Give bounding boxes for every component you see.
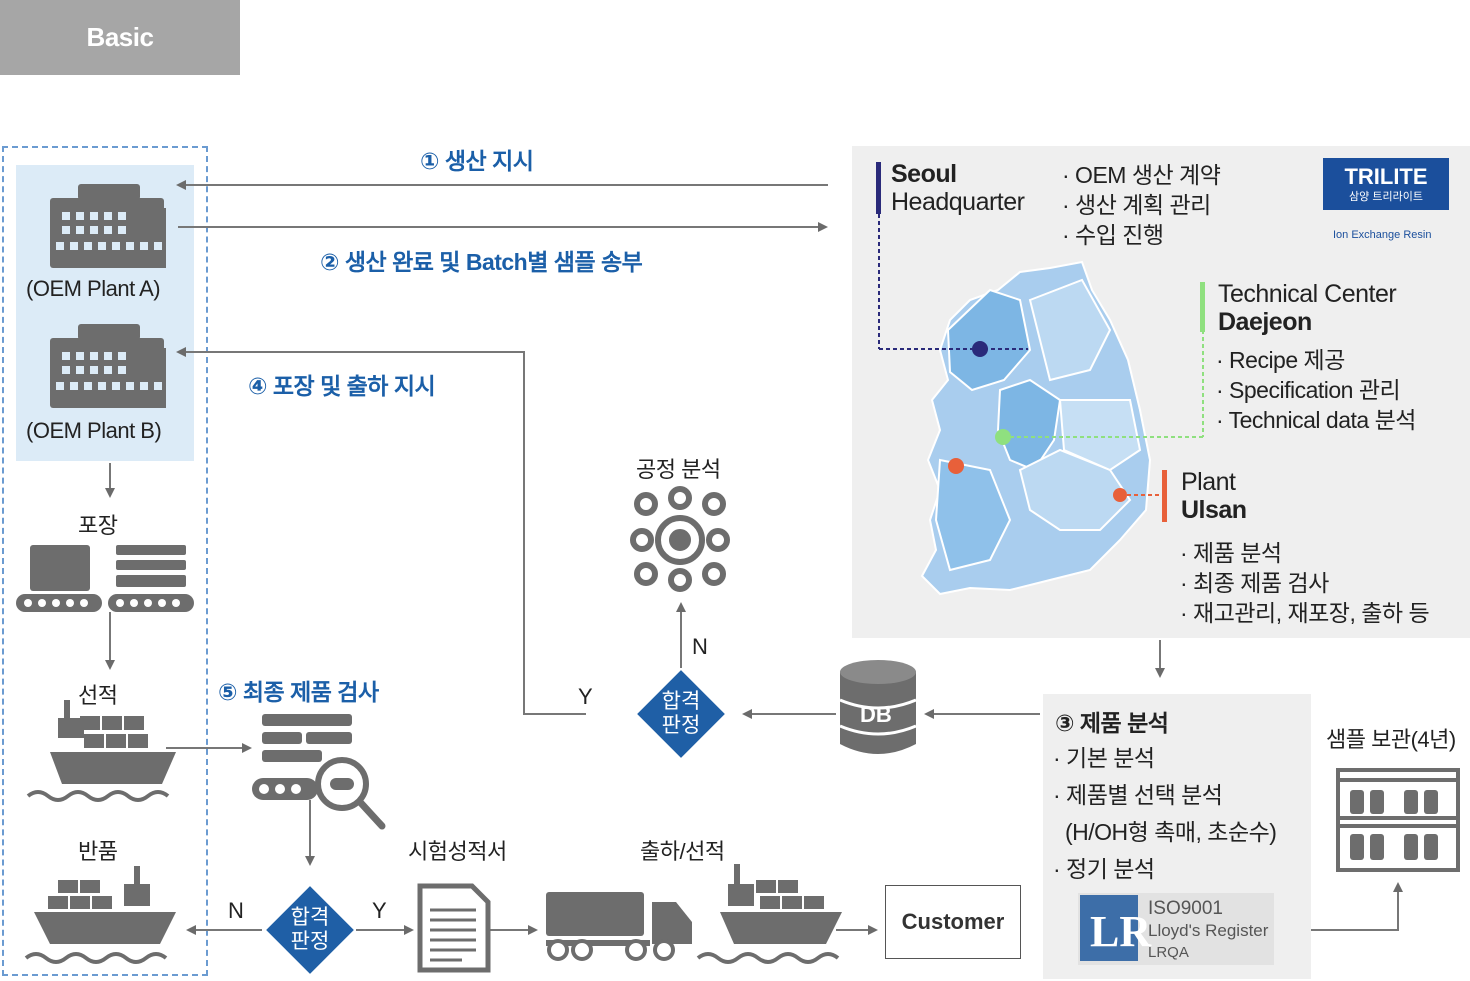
- step1-label: ① 생산 지시: [420, 148, 534, 174]
- mid-decision-n: N: [692, 634, 708, 659]
- return-ship-icon: [24, 866, 176, 964]
- svg-text:LR: LR: [1090, 907, 1152, 956]
- final-inspection-icon: [252, 714, 386, 830]
- packing-label: 포장: [78, 513, 118, 538]
- customer-box: Customer: [885, 885, 1021, 959]
- daejeon-title: Technical Center Daejeon: [1218, 280, 1397, 336]
- daejeon-bar: [1200, 282, 1205, 332]
- ulsan-title: Plant Ulsan: [1181, 468, 1247, 524]
- returns-label: 반품: [78, 839, 118, 864]
- plant-b-label: (OEM Plant B): [26, 418, 162, 443]
- step5-label: ⑤ 최종 제품 검사: [218, 679, 379, 705]
- db-label: DB: [860, 702, 892, 727]
- factory-icon-a: [50, 184, 166, 268]
- oem-group-border: [2, 146, 208, 976]
- korea-map: [920, 260, 1152, 596]
- certificate-document-icon: [417, 883, 491, 973]
- dispatch-ship-icon: [696, 864, 842, 964]
- lloyds-register-logo: LR: [1078, 893, 1274, 965]
- truck-icon: [546, 892, 692, 961]
- plant-marker: [948, 458, 964, 474]
- analysis-list: · 기본 분석 · 제품별 선택 분석 (H/OH형 촉매, 초순수) · 정기…: [1053, 745, 1277, 882]
- daejeon-duties: · Recipe 제공 · Specification 관리 · Technic…: [1216, 347, 1416, 433]
- sample-storage-label: 샘플 보관(4년): [1326, 727, 1456, 752]
- analysis-title: ③ 제품 분석: [1055, 710, 1169, 736]
- certificate-label: 시험성적서: [408, 839, 507, 864]
- ulsan-bar: [1162, 470, 1167, 522]
- trilite-logo: TRILITE 삼양 트리라이트: [1323, 158, 1449, 210]
- dispatch-label: 출하/선적: [640, 839, 725, 864]
- trilite-tagline: Ion Exchange Resin: [1333, 229, 1432, 241]
- step2-label: ② 생산 완료 및 Batch별 샘플 송부: [320, 249, 643, 275]
- packing-conveyor-icon: [16, 545, 194, 612]
- daejeon-marker: [995, 429, 1011, 445]
- mid-decision-y: Y: [578, 684, 593, 709]
- seoul-bar: [876, 162, 881, 214]
- iso-certificate-text: ISO9001 Lloyd's Register LRQA: [1148, 898, 1269, 961]
- basic-tab[interactable]: Basic: [0, 0, 240, 75]
- ulsan-marker: [1113, 488, 1127, 502]
- plant-a-label: (OEM Plant A): [26, 276, 161, 301]
- seoul-duties: · OEM 생산 계약 · 생산 계획 관리 · 수입 진행: [1062, 162, 1221, 248]
- ulsan-duties: · 제품 분석 · 최종 제품 검사 · 재고관리, 재포장, 출하 등: [1180, 540, 1430, 626]
- database-icon: [839, 660, 917, 754]
- factory-icon-b: [50, 324, 166, 408]
- cargo-ship-icon: [26, 700, 176, 802]
- process-analysis-label: 공정 분석: [636, 457, 721, 482]
- shipping-label: 선적: [78, 683, 118, 708]
- arrow-packing-order: [176, 347, 586, 715]
- process-analysis-icon: [630, 486, 730, 592]
- seoul-marker: [972, 341, 988, 357]
- bottom-decision-n: N: [228, 898, 244, 923]
- arrow-to-sample-storage: [1311, 882, 1403, 931]
- bottom-decision-y: Y: [372, 898, 387, 923]
- sample-storage-shelf-icon: [1336, 768, 1460, 872]
- seoul-title: Seoul Headquarter: [891, 160, 1025, 216]
- step4-label: ④ 포장 및 출하 지시: [248, 373, 436, 399]
